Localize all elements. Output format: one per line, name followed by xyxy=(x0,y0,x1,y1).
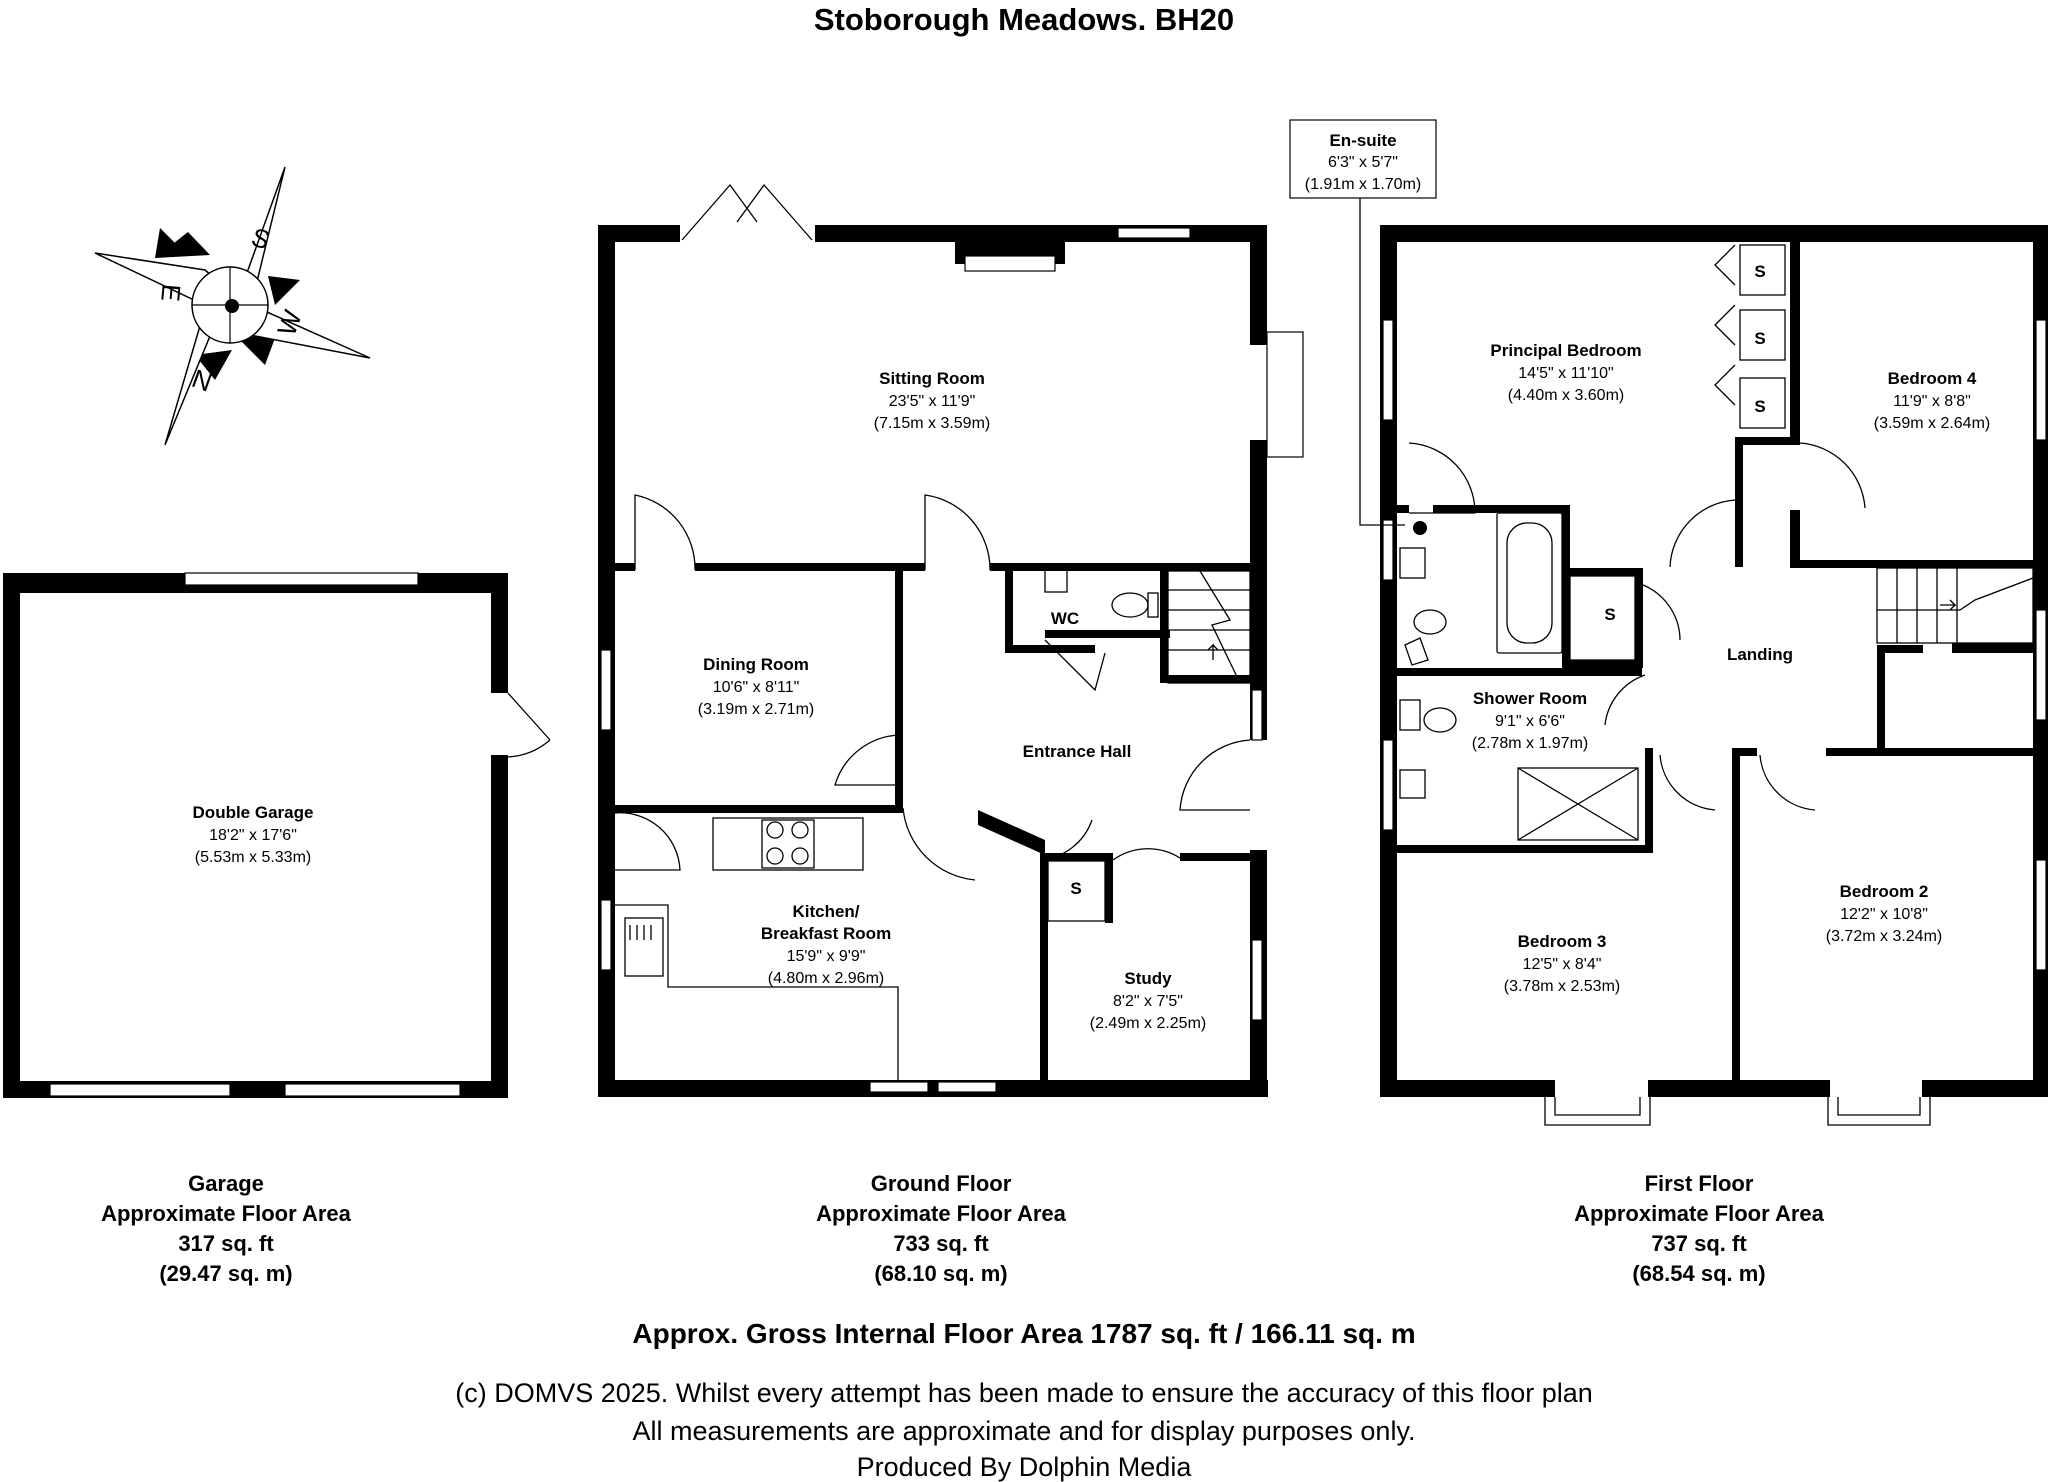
dining-room-dim-imperial: 10'6" x 8'11" xyxy=(713,679,800,696)
first-floor-area-label: Approximate Floor Area xyxy=(1574,1201,1825,1226)
study-label: Study xyxy=(1124,969,1172,988)
sitting-room-dim-metric: (7.15m x 3.59m) xyxy=(874,415,990,432)
garage-floor-area-sqft: 317 sq. ft xyxy=(178,1231,274,1256)
ground-storage-label: S xyxy=(1070,879,1081,898)
principal-storage-3-label: S xyxy=(1754,397,1765,416)
bedroom-3-label: Bedroom 3 xyxy=(1518,932,1607,951)
garage-plan xyxy=(3,572,551,1098)
bedroom-4-dim-metric: (3.59m x 2.64m) xyxy=(1874,415,1990,432)
ground-floor-area-label: Approximate Floor Area xyxy=(816,1201,1067,1226)
garage-floor-area-label: Approximate Floor Area xyxy=(101,1201,352,1226)
kitchen-dim-imperial: 15'9" x 9'9" xyxy=(787,948,866,965)
principal-storage-1-label: S xyxy=(1754,262,1765,281)
wc-label: WC xyxy=(1051,609,1079,628)
ground-floor-area-sqft: 733 sq. ft xyxy=(893,1231,989,1256)
gross-area: Approx. Gross Internal Floor Area 1787 s… xyxy=(632,1318,1415,1349)
first-floor-area-sqm: (68.54 sq. m) xyxy=(1632,1261,1765,1286)
sitting-room-dim-imperial: 23'5" x 11'9" xyxy=(889,393,976,410)
disclaimer-line1: (c) DOMVS 2025. Whilst every attempt has… xyxy=(455,1378,1593,1408)
entrance-hall-label: Entrance Hall xyxy=(1023,742,1132,761)
study-dim-imperial: 8'2" x 7'5" xyxy=(1113,993,1183,1010)
shower-room-dim-metric: (2.78m x 1.97m) xyxy=(1472,735,1588,752)
compass-e: E xyxy=(155,283,186,303)
double-garage-dim-imperial: 18'2" x 17'6" xyxy=(209,827,297,844)
bedroom-4-label: Bedroom 4 xyxy=(1888,369,1977,388)
kitchen-label-line1: Kitchen/ xyxy=(792,902,859,921)
garage-floor-name: Garage xyxy=(188,1171,264,1196)
shower-room-label: Shower Room xyxy=(1473,689,1587,708)
compass-s: S xyxy=(248,221,274,255)
principal-bedroom-dim-metric: (4.40m x 3.60m) xyxy=(1508,387,1624,404)
en-suite-dim-metric: (1.91m x 1.70m) xyxy=(1305,176,1421,193)
ground-floor-name: Ground Floor xyxy=(871,1171,1012,1196)
bedroom-2-dim-metric: (3.72m x 3.24m) xyxy=(1826,928,1942,945)
ground-floor-area-sqm: (68.10 sq. m) xyxy=(874,1261,1007,1286)
study-dim-metric: (2.49m x 2.25m) xyxy=(1090,1015,1206,1032)
first-floor-plan xyxy=(1289,119,2048,1126)
landing-label: Landing xyxy=(1727,645,1793,664)
sitting-room-label: Sitting Room xyxy=(879,369,985,388)
principal-bedroom-dim-imperial: 14'5" x 11'10" xyxy=(1518,365,1613,382)
bedroom-2-label: Bedroom 2 xyxy=(1840,882,1929,901)
principal-bedroom-label: Principal Bedroom xyxy=(1490,341,1641,360)
dining-room-dim-metric: (3.19m x 2.71m) xyxy=(698,701,814,718)
double-garage-label: Double Garage xyxy=(193,803,314,822)
en-suite-label: En-suite xyxy=(1329,131,1396,150)
bedroom-3-dim-metric: (3.78m x 2.53m) xyxy=(1504,978,1620,995)
disclaimer-line2: All measurements are approximate and for… xyxy=(633,1416,1416,1446)
en-suite-dim-imperial: 6'3" x 5'7" xyxy=(1328,154,1398,171)
double-garage-dim-metric: (5.53m x 5.33m) xyxy=(195,849,311,866)
first-floor-area-sqft: 737 sq. ft xyxy=(1651,1231,1747,1256)
dining-room-label: Dining Room xyxy=(703,655,809,674)
principal-storage-2-label: S xyxy=(1754,329,1765,348)
kitchen-dim-metric: (4.80m x 2.96m) xyxy=(768,970,884,987)
disclaimer-line3: Produced By Dolphin Media xyxy=(857,1452,1193,1482)
bedroom-3-dim-imperial: 12'5" x 8'4" xyxy=(1523,956,1602,973)
kitchen-label-line2: Breakfast Room xyxy=(761,924,891,943)
bedroom-4-dim-imperial: 11'9" x 8'8" xyxy=(1893,393,1971,410)
compass-rose-icon: S E W N xyxy=(94,166,371,446)
first-floor-name: First Floor xyxy=(1645,1171,1754,1196)
garage-floor-area-sqm: (29.47 sq. m) xyxy=(159,1261,292,1286)
shower-room-dim-imperial: 9'1" x 6'6" xyxy=(1495,713,1565,730)
plan-title: Stoborough Meadows. BH20 xyxy=(814,2,1234,37)
bedroom-2-dim-imperial: 12'2" x 10'8" xyxy=(1840,906,1928,923)
landing-storage-label: S xyxy=(1604,605,1615,624)
ground-floor-plan xyxy=(598,183,1304,1097)
